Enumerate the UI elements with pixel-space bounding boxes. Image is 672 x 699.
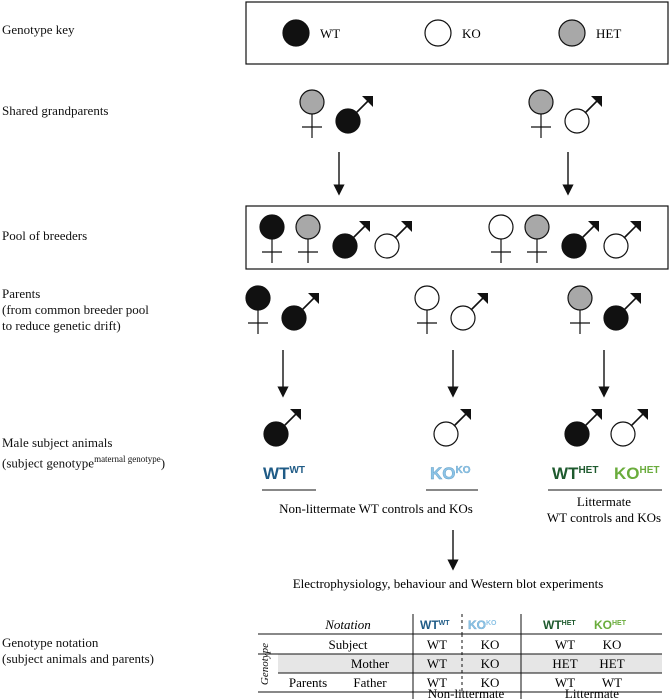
- header-notation-wt-het: WTHET: [543, 618, 576, 632]
- ko-key-icon: [424, 19, 452, 47]
- experiments-label: Electrophysiology, behaviour and Western…: [293, 576, 604, 591]
- key-het-label: HET: [596, 26, 621, 41]
- label-male-pre: (subject genotype: [2, 455, 95, 471]
- notation-wt-het: WTHET: [552, 464, 598, 483]
- male-wt-icon: [332, 221, 370, 259]
- genotype-side-label: Genotype: [259, 643, 271, 685]
- female-het-icon: [299, 89, 325, 138]
- cell-father-4: WT: [602, 675, 622, 690]
- male-ko-icon: [450, 293, 488, 331]
- male-ko-icon: [564, 96, 602, 134]
- male-wt-icon: [281, 293, 319, 331]
- label-genotype-notation-line1: Genotype notation: [2, 635, 99, 650]
- cell-subject-3: WT: [555, 637, 575, 652]
- wt-key-icon: [282, 19, 310, 47]
- label-shared-grandparents: Shared grandparents: [2, 103, 109, 118]
- footer-non-littermate: Non-littermate: [428, 686, 505, 699]
- label-parents-line2: (from common breeder pool: [2, 302, 149, 317]
- male-wt-icon: [561, 221, 599, 259]
- genotype-key-box: [245, 1, 669, 65]
- notation-table: Notation WTWT KOKO WTHET KOHET Genotype …: [258, 614, 662, 699]
- label-genotype-notation-line2: (subject animals and parents): [2, 651, 154, 666]
- female-het-icon: [528, 89, 554, 138]
- male-ko-icon: [374, 221, 412, 259]
- label-male-sup: maternal genotype: [94, 454, 161, 464]
- pool-box: [245, 205, 669, 270]
- cell-mother-2: KO: [481, 656, 500, 671]
- cell-mother-1: WT: [427, 656, 447, 671]
- label-male-post: ): [160, 455, 166, 471]
- cell-subject-1: WT: [427, 637, 447, 652]
- label-pool-of-breeders: Pool of breeders: [2, 228, 88, 243]
- het-key-icon: [558, 19, 586, 47]
- label-male-subjects-line2: (subject genotypematernal genotype): [2, 451, 165, 471]
- row-label-subject: Subject: [329, 637, 368, 652]
- notation-header: Notation: [324, 617, 371, 632]
- male-wt-icon: [603, 293, 641, 331]
- male-ko-icon: [610, 409, 648, 447]
- female-het-icon: [295, 214, 321, 263]
- label-genotype-notation: Genotype notation (subject animals and p…: [2, 635, 154, 667]
- label-parents: Parents (from common breeder pool to red…: [2, 286, 149, 334]
- row-label-father: Father: [353, 675, 387, 690]
- cell-mother-4: HET: [599, 656, 624, 671]
- male-ko-icon: [433, 409, 471, 447]
- footer-littermate: Littermate: [565, 686, 619, 699]
- notation-ko-ko: KOKO: [430, 464, 471, 483]
- label-male-subjects-line1: Male subject animals: [2, 435, 113, 450]
- row-label-parents: Parents: [289, 675, 327, 690]
- notation-wt-wt: WTWT: [263, 464, 305, 483]
- cell-subject-4: KO: [603, 637, 622, 652]
- male-ko-icon: [603, 221, 641, 259]
- cell-father-3: WT: [555, 675, 575, 690]
- group-littermate-line2: WT controls and KOs: [547, 510, 661, 525]
- header-notation-ko-het: KOHET: [594, 618, 627, 632]
- group-non-littermate: Non-littermate WT controls and KOs: [279, 501, 473, 516]
- cell-mother-3: HET: [552, 656, 577, 671]
- key-ko-label: KO: [462, 26, 481, 41]
- shaded-row: [278, 654, 662, 673]
- header-notation-wt-wt: WTWT: [420, 618, 450, 632]
- label-parents-line3: to reduce genetic drift): [2, 318, 121, 333]
- female-wt-icon: [259, 214, 285, 263]
- female-het-icon: [567, 285, 593, 334]
- male-wt-icon: [263, 409, 301, 447]
- label-parents-line1: Parents: [2, 286, 41, 301]
- female-ko-icon: [488, 214, 514, 263]
- female-het-icon: [524, 214, 550, 263]
- header-notation-ko-ko: KOKO: [468, 618, 497, 632]
- label-male-subjects: Male subject animals (subject genotypema…: [2, 435, 165, 471]
- male-wt-icon: [335, 96, 373, 134]
- male-wt-icon: [564, 409, 602, 447]
- label-genotype-key: Genotype key: [2, 22, 75, 37]
- notation-ko-het: KOHET: [614, 464, 660, 483]
- cell-father-2: KO: [481, 675, 500, 690]
- cell-subject-2: KO: [481, 637, 500, 652]
- female-wt-icon: [245, 285, 271, 334]
- female-ko-icon: [414, 285, 440, 334]
- group-littermate-line1: Littermate: [577, 494, 631, 509]
- cell-father-1: WT: [427, 675, 447, 690]
- key-wt-label: WT: [320, 26, 340, 41]
- row-label-mother: Mother: [351, 656, 390, 671]
